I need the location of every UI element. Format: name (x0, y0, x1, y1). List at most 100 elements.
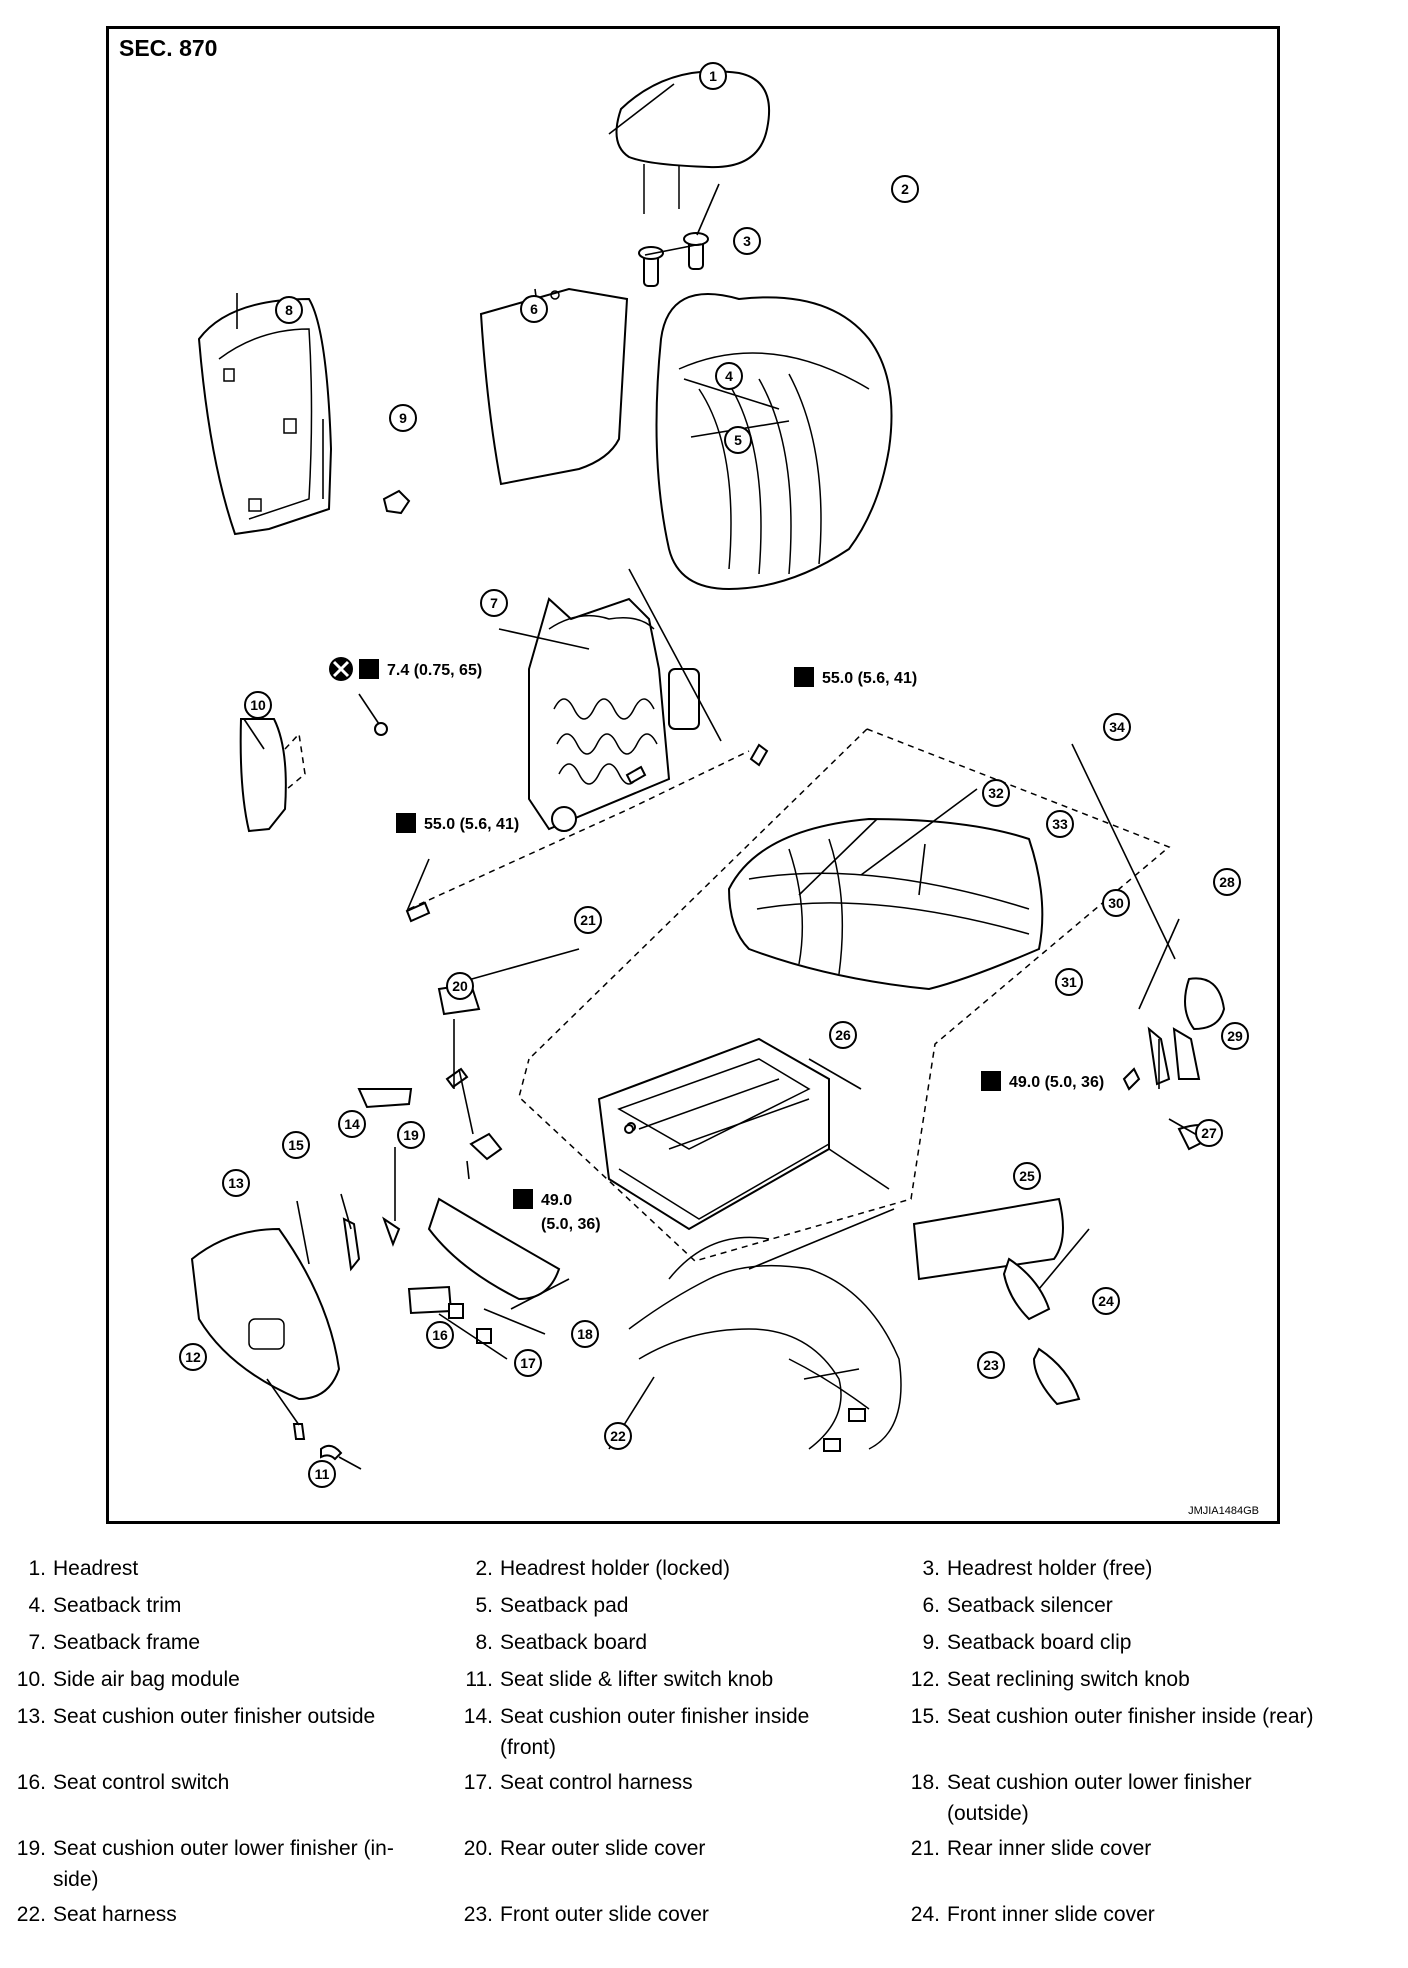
svg-text:33: 33 (1052, 816, 1068, 832)
svg-text:32: 32 (988, 785, 1004, 801)
svg-text:6: 6 (530, 301, 538, 317)
callout-7: 7 (480, 589, 508, 617)
torque-value-1: 7.4 (0.75, 65) (387, 662, 482, 679)
seatback-board-drawing (197, 297, 333, 536)
side-airbag-drawing (239, 718, 306, 833)
svg-text:15: 15 (288, 1137, 304, 1153)
callout-3: 3 (733, 227, 761, 255)
svg-text:5: 5 (734, 432, 742, 448)
svg-text:25: 25 (1019, 1168, 1035, 1184)
callout-5: 5 (724, 426, 752, 454)
callout-12: 12 (179, 1343, 207, 1371)
assembly-outline (518, 728, 1171, 1262)
callout-20: 20 (446, 972, 474, 1000)
seatback-frame-drawing (528, 597, 700, 832)
figure-id: JMJIA1484GB (1188, 1505, 1259, 1517)
callouts: 1 2 3 4 5 6 7 8 9 10 11 12 13 14 15 16 1… (179, 62, 1249, 1488)
svg-text:29: 29 (1227, 1028, 1243, 1044)
svg-text:16: 16 (432, 1327, 448, 1343)
callout-22: 22 (604, 1422, 632, 1450)
callout-9: 9 (389, 404, 417, 432)
callout-6: 6 (520, 295, 548, 323)
svg-text:21: 21 (580, 912, 596, 928)
callout-28: 28 (1213, 868, 1241, 896)
seatback-silencer-drawing (479, 287, 629, 486)
svg-text:27: 27 (1201, 1125, 1217, 1141)
torque-value-5a: 49.0 (541, 1192, 572, 1209)
callout-2: 2 (891, 175, 919, 203)
svg-text:11: 11 (315, 1466, 330, 1482)
board-clip-drawing (382, 489, 411, 515)
callout-4: 4 (715, 362, 743, 390)
callout-14: 14 (338, 1110, 366, 1138)
svg-text:3: 3 (743, 233, 751, 249)
svg-text:2: 2 (901, 181, 909, 197)
seat-frame-drawing (597, 1037, 830, 1231)
svg-text:7: 7 (490, 595, 498, 611)
svg-text:26: 26 (835, 1027, 851, 1043)
exploded-diagram: 1 2 3 4 5 6 7 8 9 10 11 12 13 14 15 16 1… (106, 26, 1280, 1524)
torque-wrench-icon (513, 1189, 533, 1209)
callout-15: 15 (282, 1131, 310, 1159)
section-label: SEC. 870 (119, 35, 218, 61)
svg-text:30: 30 (1108, 895, 1124, 911)
torque-wrench-icon (794, 667, 814, 687)
torque-specs: 7.4 (0.75, 65) 55.0 (5.6, 41) 55.0 (5.6,… (329, 657, 1104, 1233)
callout-27: 27 (1195, 1119, 1223, 1147)
seatback-pad-drawing (655, 293, 893, 591)
svg-text:23: 23 (983, 1357, 999, 1373)
svg-text:9: 9 (399, 410, 407, 426)
svg-text:4: 4 (725, 368, 733, 384)
torque-value-5b: (5.0, 36) (541, 1216, 601, 1233)
svg-text:12: 12 (185, 1349, 201, 1365)
leader-lines (236, 83, 1205, 1470)
callout-31: 31 (1055, 968, 1083, 996)
callout-8: 8 (275, 296, 303, 324)
torque-value-2: 55.0 (5.6, 41) (822, 670, 917, 687)
torque-wrench-icon (396, 813, 416, 833)
svg-text:31: 31 (1061, 974, 1077, 990)
callout-26: 26 (829, 1021, 857, 1049)
callout-33: 33 (1046, 810, 1074, 838)
callout-21: 21 (574, 906, 602, 934)
torque-value-3: 55.0 (5.6, 41) (424, 816, 519, 833)
seat-harness-drawing (628, 1236, 902, 1452)
do-not-reuse-icon (329, 657, 353, 681)
callout-24: 24 (1092, 1287, 1120, 1315)
callout-29: 29 (1221, 1022, 1249, 1050)
torque-wrench-icon (359, 659, 379, 679)
svg-text:24: 24 (1098, 1293, 1114, 1309)
callout-18: 18 (571, 1320, 599, 1348)
callout-32: 32 (982, 779, 1010, 807)
svg-text:8: 8 (285, 302, 293, 318)
diagram-artwork: 1 2 3 4 5 6 7 8 9 10 11 12 13 14 15 16 1… (179, 62, 1249, 1488)
headrest-drawing (615, 70, 771, 214)
callout-11: 11 (308, 1460, 336, 1488)
svg-text:13: 13 (228, 1175, 244, 1191)
svg-text:10: 10 (250, 697, 266, 713)
callout-16: 16 (426, 1321, 454, 1349)
svg-text:34: 34 (1109, 719, 1125, 735)
svg-text:20: 20 (452, 978, 468, 994)
torque-wrench-icon (981, 1071, 1001, 1091)
svg-text:28: 28 (1219, 874, 1235, 890)
svg-text:1: 1 (709, 68, 717, 84)
svg-text:17: 17 (520, 1355, 536, 1371)
callout-13: 13 (222, 1169, 250, 1197)
bolts-drawing (374, 722, 769, 1089)
svg-text:14: 14 (344, 1116, 360, 1132)
svg-text:18: 18 (577, 1326, 593, 1342)
seat-cushion-drawing (727, 817, 1044, 991)
torque-value-4: 49.0 (5.0, 36) (1009, 1074, 1104, 1091)
callout-17: 17 (514, 1349, 542, 1377)
callout-34: 34 (1103, 713, 1131, 741)
callout-1: 1 (699, 62, 727, 90)
callout-25: 25 (1013, 1162, 1041, 1190)
headrest-holders-drawing (638, 232, 709, 287)
callout-23: 23 (977, 1351, 1005, 1379)
svg-text:22: 22 (610, 1428, 626, 1444)
callout-10: 10 (244, 691, 272, 719)
callout-30: 30 (1102, 889, 1130, 917)
callout-19: 19 (397, 1121, 425, 1149)
svg-text:19: 19 (403, 1127, 419, 1143)
